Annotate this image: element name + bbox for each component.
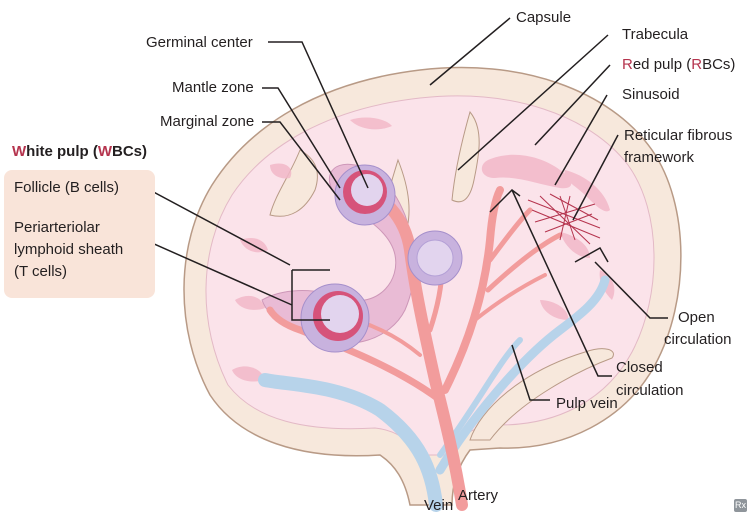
label-red-pulp: Red pulp (RBCs)	[622, 55, 735, 75]
follicle-middle	[408, 231, 462, 285]
label-pals-3: (T cells)	[14, 262, 67, 282]
white-pulp-mid: hite pulp (	[26, 143, 98, 160]
label-pals-2: lymphoid sheath	[14, 240, 123, 260]
follicle-lower	[301, 284, 369, 352]
label-reticular-2: framework	[624, 148, 694, 168]
label-white-pulp: White pulp (WBCs)	[12, 142, 147, 162]
red-pulp-rbc-initial: R	[691, 56, 702, 73]
red-pulp-end: BCs)	[702, 56, 735, 73]
label-germinal-center: Germinal center	[146, 33, 253, 53]
label-open-2: circulation	[664, 330, 732, 350]
label-artery: Artery	[458, 486, 498, 506]
label-open-1: Open	[678, 308, 715, 328]
label-trabecula: Trabecula	[622, 25, 688, 45]
label-closed-2: circulation	[616, 381, 684, 401]
follicle-upper	[335, 165, 395, 225]
label-vein: Vein	[424, 496, 453, 516]
label-closed-1: Closed	[616, 358, 663, 378]
red-pulp-mid: ed pulp (	[633, 56, 691, 73]
red-pulp-initial: R	[622, 56, 633, 73]
label-mantle-zone: Mantle zone	[172, 78, 254, 98]
label-pals-1: Periarteriolar	[14, 218, 100, 238]
white-pulp-end: BCs)	[112, 143, 147, 160]
label-capsule: Capsule	[516, 8, 571, 28]
label-sinusoid: Sinusoid	[622, 85, 680, 105]
label-marginal-zone: Marginal zone	[160, 112, 254, 132]
label-pulp-vein: Pulp vein	[556, 394, 618, 414]
white-pulp-wbc-initial: W	[98, 143, 112, 160]
label-follicle: Follicle (B cells)	[14, 178, 119, 198]
rx-logo: Rx	[734, 499, 747, 512]
label-reticular-1: Reticular fibrous	[624, 126, 732, 146]
white-pulp-initial: W	[12, 143, 26, 160]
